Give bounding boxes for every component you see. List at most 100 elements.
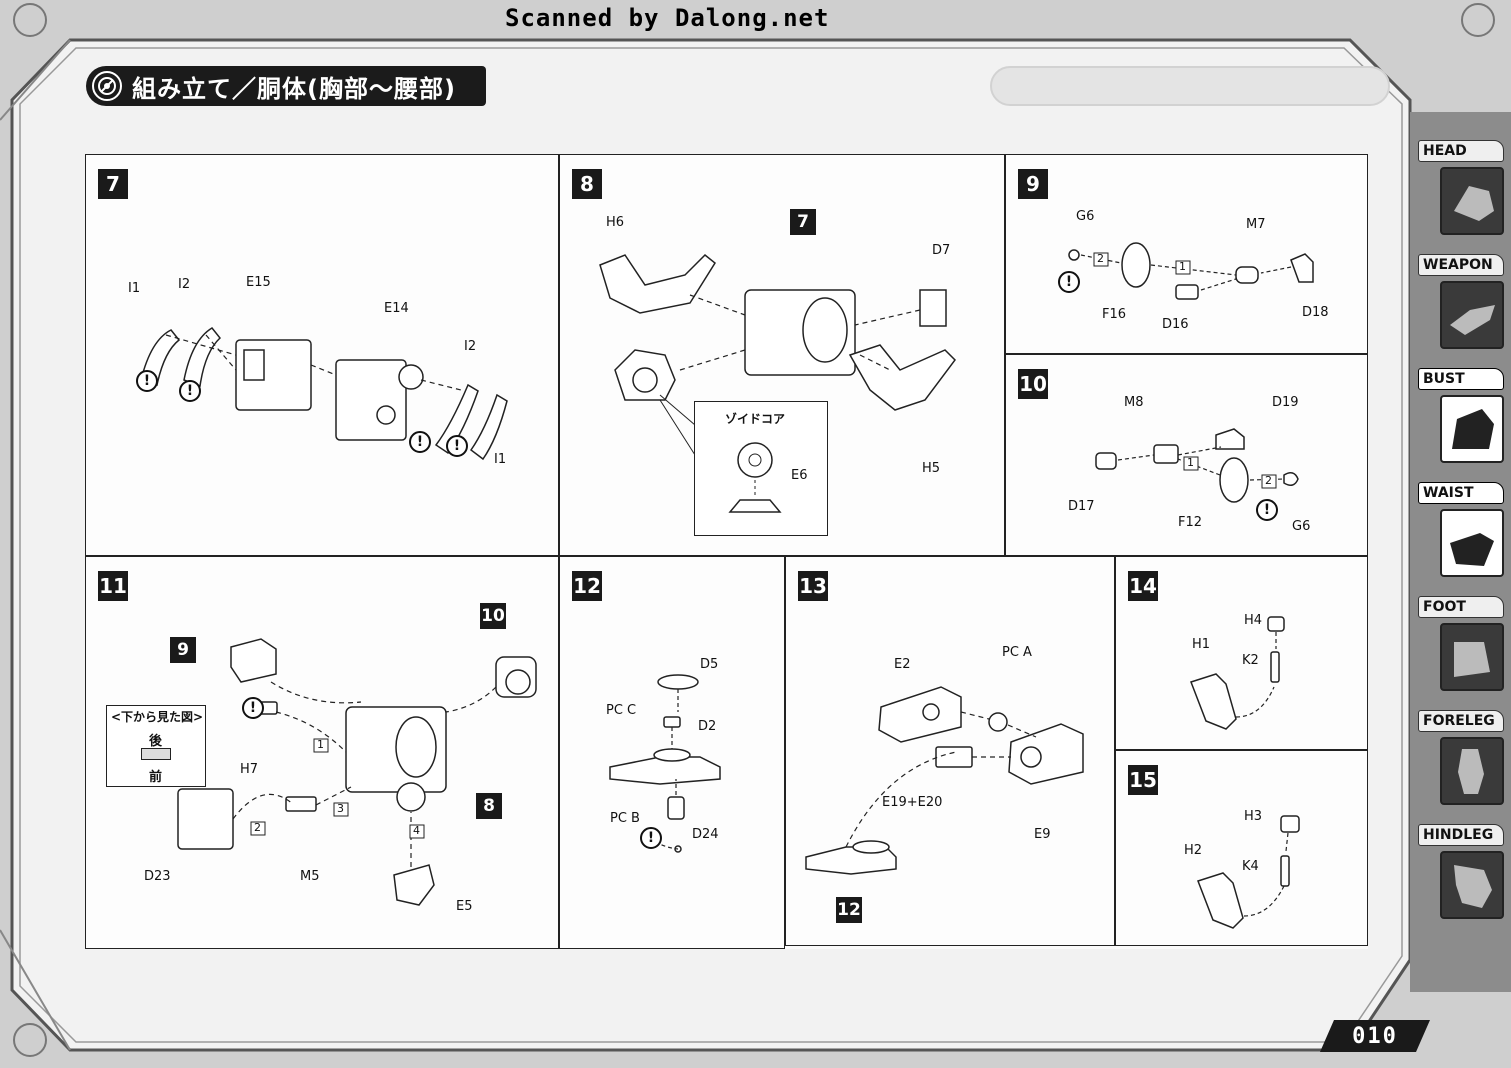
- step-9-illustration: [1068, 242, 1314, 300]
- mirrored-title-ghost: [990, 66, 1390, 106]
- step-reference: 9: [170, 637, 196, 663]
- part-label-h6: H6: [606, 215, 625, 230]
- part-label-h2: H2: [1184, 843, 1203, 858]
- tab-waist[interactable]: WAIST: [1414, 482, 1508, 586]
- instruction-grid: 7: [85, 154, 1368, 949]
- step-9-panel: 9 2 1 G6: [1005, 154, 1368, 354]
- part-label-d18: D18: [1302, 305, 1329, 320]
- page-number: 010: [1320, 1020, 1430, 1052]
- part-label-h5: H5: [922, 461, 941, 476]
- step-11-illustration: [177, 638, 537, 906]
- part-label-k2: K2: [1242, 653, 1259, 668]
- weapon-icon: [1440, 281, 1504, 349]
- scan-credit: Scanned by Dalong.net: [505, 4, 830, 32]
- part-label-g6: G6: [1292, 519, 1311, 534]
- seq-label: 2: [254, 821, 261, 834]
- seq-label: 3: [337, 802, 344, 815]
- part-label-d5: D5: [700, 657, 719, 672]
- step-10-illustration: [1095, 428, 1299, 503]
- step-reference: 8: [476, 793, 502, 819]
- caution-icon: !: [179, 380, 201, 402]
- part-label-pc-c: PC C: [606, 703, 637, 718]
- caution-icon: !: [446, 435, 468, 457]
- part-label-f12: F12: [1178, 515, 1203, 530]
- part-label-d19: D19: [1272, 395, 1299, 410]
- step-number: 13: [798, 571, 828, 601]
- step-reference: 7: [790, 209, 816, 235]
- part-label-e2: E2: [894, 657, 911, 672]
- step-12-illustration: [609, 674, 721, 853]
- tab-label: BUST: [1418, 368, 1504, 390]
- section-tabs: HEAD WEAPON BUST WAIST FOOT FORELEG HIND…: [1410, 112, 1511, 992]
- inset-front-label: 前: [149, 770, 163, 785]
- step-15-illustration: [1197, 815, 1300, 929]
- part-label-pc-b: PC B: [610, 811, 640, 826]
- part-label-e14: E14: [384, 301, 409, 316]
- caution-icon: !: [409, 431, 431, 453]
- step-8-illustration: [599, 253, 956, 456]
- caution-icon: !: [1256, 499, 1278, 521]
- seq-label: 2: [1265, 474, 1272, 487]
- waist-icon: [1440, 509, 1504, 577]
- step-number: 12: [572, 571, 602, 601]
- part-label-d7: D7: [932, 243, 951, 258]
- tab-label: WAIST: [1418, 482, 1504, 504]
- part-label-h4: H4: [1244, 613, 1263, 628]
- step-reference: 12: [836, 897, 862, 923]
- step-15-panel: 15 H3 H2 K4: [1115, 750, 1368, 946]
- caution-icon: !: [242, 697, 264, 719]
- tab-weapon[interactable]: WEAPON: [1414, 254, 1508, 358]
- step-10-panel: 10 1 2 M8: [1005, 354, 1368, 556]
- step-14-illustration: [1190, 616, 1285, 730]
- inset-back-label: 後: [149, 734, 163, 749]
- step-number: 10: [1018, 369, 1048, 399]
- step-reference: 10: [480, 603, 506, 629]
- part-label-e5: E5: [456, 899, 473, 914]
- part-label-e6: E6: [791, 468, 808, 483]
- seq-label: 1: [1187, 456, 1194, 469]
- tab-label: FORELEG: [1418, 710, 1504, 732]
- part-label-g6: G6: [1076, 209, 1095, 224]
- bottom-view-part: [141, 748, 171, 760]
- tab-label: HEAD: [1418, 140, 1504, 162]
- step-8-panel: 8 7: [559, 154, 1005, 556]
- caution-icon: !: [1058, 271, 1080, 293]
- head-icon: [1440, 167, 1504, 235]
- tab-label: FOOT: [1418, 596, 1504, 618]
- part-label-h1: H1: [1192, 637, 1211, 652]
- part-label-f16: F16: [1102, 307, 1127, 322]
- tab-head[interactable]: HEAD: [1414, 140, 1508, 244]
- part-label-i1-right: I1: [494, 452, 507, 467]
- step-number: 9: [1018, 169, 1048, 199]
- part-label-d23: D23: [144, 869, 171, 884]
- part-label-d2: D2: [698, 719, 717, 734]
- part-label-m7: M7: [1246, 217, 1266, 232]
- step-number: 7: [98, 169, 128, 199]
- seq-label: 1: [1179, 260, 1186, 273]
- inset-title: ゾイドコア: [725, 412, 786, 426]
- zoid-core-inset: ゾイドコア E6: [694, 401, 828, 536]
- step-number: 14: [1128, 571, 1158, 601]
- part-label-d24: D24: [692, 827, 719, 842]
- step-13-panel: 13 12: [785, 556, 1115, 946]
- bust-icon: [1440, 395, 1504, 463]
- gear-icon: [92, 71, 122, 101]
- hindleg-icon: [1440, 851, 1504, 919]
- part-label-i2: I2: [178, 277, 191, 292]
- tab-label: HINDLEG: [1418, 824, 1504, 846]
- tab-foreleg[interactable]: FORELEG: [1414, 710, 1508, 814]
- step-number: 11: [98, 571, 128, 601]
- part-label-h7: H7: [240, 762, 259, 777]
- tab-label: WEAPON: [1418, 254, 1504, 276]
- part-label-pc-a: PC A: [1002, 645, 1032, 660]
- section-title-bar: 組み立て／胴体(胸部～腰部): [86, 66, 486, 106]
- step-13-illustration: [805, 686, 1084, 875]
- part-label-e15: E15: [246, 275, 271, 290]
- tab-hindleg[interactable]: HINDLEG: [1414, 824, 1508, 928]
- part-label-i1: I1: [128, 281, 141, 296]
- tab-bust[interactable]: BUST: [1414, 368, 1508, 472]
- tab-foot[interactable]: FOOT: [1414, 596, 1508, 700]
- inset-title: <下から見た図>: [111, 710, 204, 724]
- part-label-m8: M8: [1124, 395, 1144, 410]
